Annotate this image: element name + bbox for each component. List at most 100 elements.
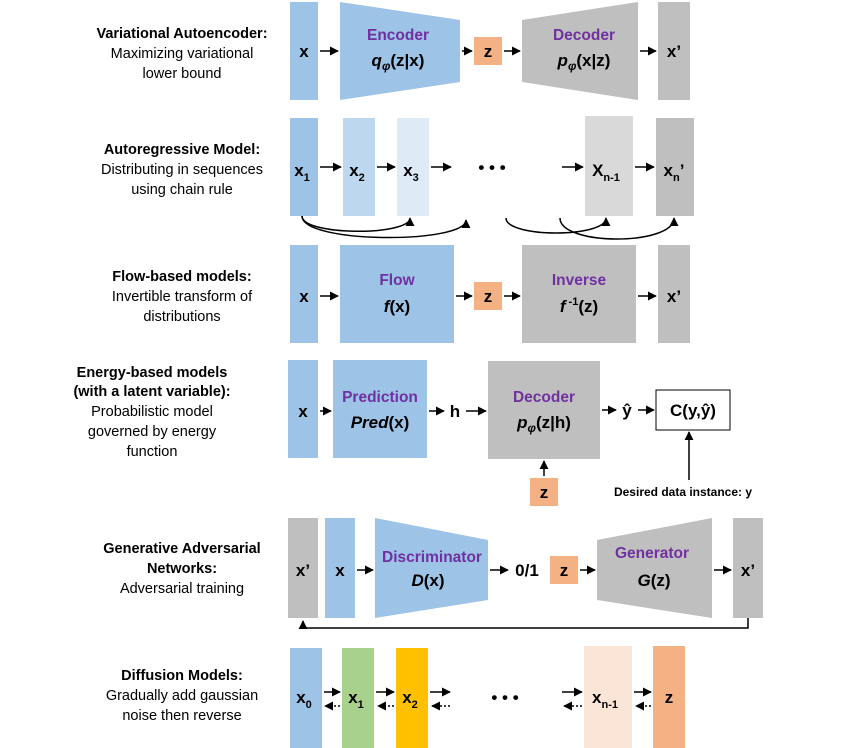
vae-desc-line1: Maximizing variational <box>111 46 254 62</box>
flow-latent-label: z <box>484 287 493 306</box>
gan-binary-output: 0/1 <box>515 561 539 580</box>
ar-xn-block <box>656 118 694 216</box>
gan-latent-label: z <box>560 561 569 580</box>
vae-latent-label: z <box>484 42 493 61</box>
diff-z-label: z <box>665 688 674 707</box>
gan-real-input-label: x <box>335 561 345 580</box>
diff-xn1-label: xn-1 <box>592 688 618 711</box>
gan-output-label: x’ <box>741 561 755 580</box>
gan-discriminator-formula: D(x) <box>411 571 444 590</box>
vae-row: Variational Autoencoder: Maximizing vari… <box>96 2 690 100</box>
gan-output-block <box>733 518 763 618</box>
gan-real-input-block <box>325 518 355 618</box>
gan-title-line2: Networks: <box>147 561 217 577</box>
ebm-desc-line2: governed by energy <box>88 424 217 440</box>
ar-title: Autoregressive Model: <box>104 142 260 158</box>
flow-desc-line1: Invertible transform of <box>112 289 253 305</box>
gan-discriminator-label: Discriminator <box>382 549 482 566</box>
ebm-h-label: h <box>450 402 460 421</box>
diff-x2-label: x2 <box>402 688 418 711</box>
gan-title-line1: Generative Adversarial <box>103 541 260 557</box>
vae-encoder-formula: qφ(z|x) <box>372 51 425 73</box>
flow-row: Flow-based models: Invertible transform … <box>112 245 690 343</box>
flow-desc-line2: distributions <box>143 309 220 325</box>
diff-x0-label: x0 <box>296 688 312 711</box>
diff-z-block <box>653 646 685 748</box>
ebm-desc-line1: Probabilistic model <box>91 404 213 420</box>
ebm-prediction-label: Prediction <box>342 389 418 406</box>
flow-latent-block <box>474 282 502 310</box>
ebm-latent-label: z <box>540 483 549 502</box>
gan-desc-line1: Adversarial training <box>120 581 244 597</box>
ebm-cost-box <box>655 389 731 431</box>
gan-discriminator-trapezoid <box>375 518 488 618</box>
diff-row: Diffusion Models: Gradually add gaussian… <box>106 646 685 748</box>
flow-transform-block <box>340 245 454 343</box>
vae-decoder-label: Decoder <box>553 27 615 44</box>
ebm-prediction-block <box>333 360 427 458</box>
ebm-cost-label: C(y,ŷ) <box>670 401 716 420</box>
ar-desc-line2: using chain rule <box>131 182 233 198</box>
flow-inverse-block <box>522 245 636 343</box>
flow-output-label: x’ <box>667 287 681 306</box>
gan-generator-trapezoid <box>597 518 712 618</box>
gan-generator-label: Generator <box>615 545 689 562</box>
ebm-decoder-block <box>488 361 600 459</box>
ebm-yhat-label: ŷ <box>622 401 632 420</box>
ebm-latent-block <box>530 478 558 506</box>
vae-encoder-label: Encoder <box>367 27 429 44</box>
vae-encoder-trapezoid <box>340 2 460 100</box>
gan-feedback-arrow <box>298 618 749 630</box>
diff-xn1-block <box>584 646 632 748</box>
diff-x0-block <box>290 648 322 748</box>
ebm-title-line1: Energy-based models <box>77 365 228 381</box>
gan-generator-formula: G(z) <box>637 571 670 590</box>
gan-fake-input-label: x’ <box>296 561 310 580</box>
diff-x1-block <box>342 648 374 748</box>
vae-decoder-trapezoid <box>522 2 638 100</box>
ar-x1-label: x1 <box>294 161 310 184</box>
ebm-input-label: x <box>298 402 308 421</box>
flow-transform-label: Flow <box>379 272 415 289</box>
ar-dependency-arc-dots-n1 <box>505 217 611 234</box>
vae-input-block <box>290 2 318 100</box>
ar-row: Autoregressive Model: Distributing in se… <box>101 116 694 240</box>
ar-dependency-arc-dots-n <box>559 217 679 240</box>
ar-x2-label: x2 <box>349 161 365 184</box>
diff-title: Diffusion Models: <box>121 668 243 684</box>
vae-input-label: x <box>299 42 309 61</box>
ebm-decoder-label: Decoder <box>513 389 575 406</box>
ar-x1-block <box>290 118 318 216</box>
vae-desc-line2: lower bound <box>143 66 222 82</box>
ar-x2-block <box>343 118 375 216</box>
ar-xn1-label: Xn-1 <box>592 161 620 184</box>
ebm-desired-instance: Desired data instance: y <box>614 485 752 499</box>
ebm-prediction-formula: Pred(x) <box>351 413 410 432</box>
flow-inverse-label: Inverse <box>552 272 607 289</box>
ar-dependency-arc-1-dots <box>301 215 471 239</box>
ar-xn-label: xn’ <box>664 161 685 184</box>
vae-title: Variational Autoencoder: <box>96 26 267 42</box>
gan-row: Generative Adversarial Networks: Adversa… <box>103 518 763 630</box>
diff-desc-line2: noise then reverse <box>122 708 241 724</box>
ar-xn1-block <box>585 116 633 216</box>
diff-desc-line1: Gradually add gaussian <box>106 688 258 704</box>
gan-fake-input-block <box>288 518 318 618</box>
ebm-decoder-formula: pφ(z|h) <box>516 413 571 435</box>
ar-desc-line1: Distributing in sequences <box>101 162 263 178</box>
vae-decoder-formula: pφ(x|z) <box>557 51 611 73</box>
vae-output-block <box>658 2 690 100</box>
diff-ellipsis: • • • <box>491 688 518 707</box>
ar-ellipsis: • • • <box>478 158 505 177</box>
flow-output-block <box>658 245 690 343</box>
flow-input-block <box>290 245 318 343</box>
ebm-title-line2: (with a latent variable): <box>73 384 230 400</box>
vae-output-label: x’ <box>667 42 681 61</box>
ebm-input-block <box>288 360 318 458</box>
flow-transform-formula: f(x) <box>384 297 410 316</box>
flow-inverse-formula: f -1(z) <box>560 296 598 316</box>
ebm-row: Energy-based models (with a latent varia… <box>73 360 752 506</box>
gan-latent-block <box>550 556 578 584</box>
flow-title: Flow-based models: <box>112 269 251 285</box>
